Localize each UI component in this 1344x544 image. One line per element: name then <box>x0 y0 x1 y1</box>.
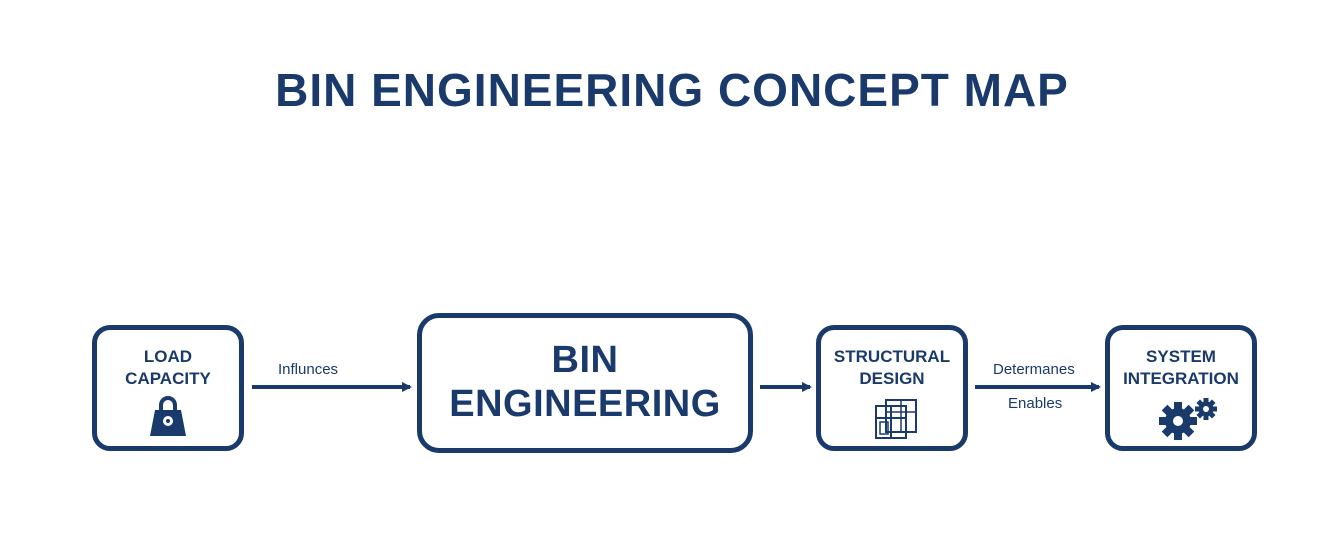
node-system-integration: SYSTEM INTEGRATION <box>1105 325 1257 451</box>
edge-label-enables: Enables <box>1008 395 1063 412</box>
gears-icon <box>1159 398 1217 440</box>
weight-lock-icon <box>150 396 186 436</box>
node-structural-design-label: STRUCTURAL DESIGN <box>833 347 951 388</box>
node-bin-engineering-label: BIN ENGINEERING <box>449 339 721 425</box>
node-system-integration-label: SYSTEM INTEGRATION <box>1123 347 1239 388</box>
diagram-title: BIN ENGINEERING CONCEPT MAP <box>275 64 1069 116</box>
node-bin-engineering: BIN ENGINEERING <box>417 313 753 453</box>
edge-label-influnces: Influnces <box>278 361 339 378</box>
node-load-capacity-label: LOAD CAPACITY <box>125 347 211 388</box>
node-load-capacity: LOAD CAPACITY <box>92 325 244 451</box>
node-structural-design: STRUCTURAL DESIGN <box>816 325 968 451</box>
blueprint-icon <box>875 399 917 439</box>
edge-label-determanes: Determanes <box>993 361 1075 378</box>
